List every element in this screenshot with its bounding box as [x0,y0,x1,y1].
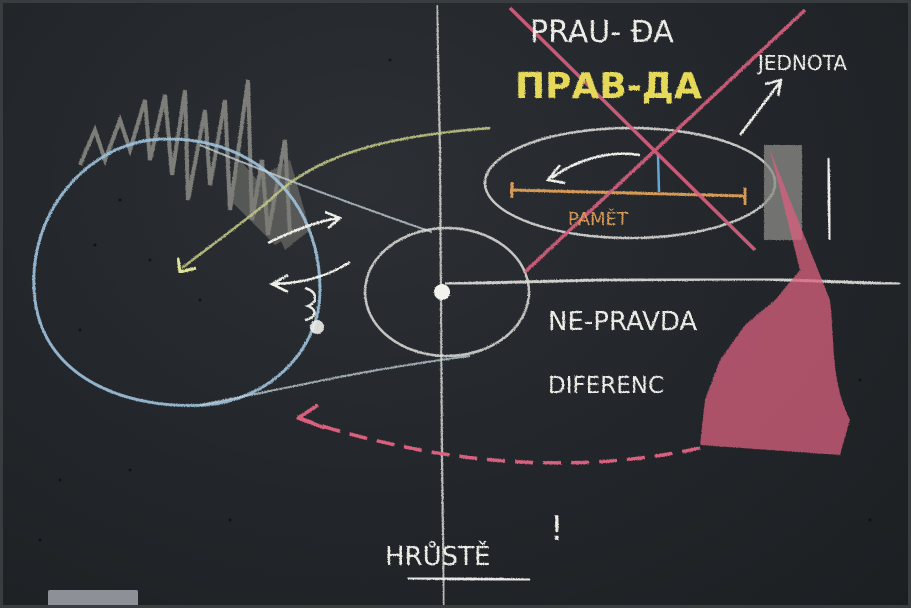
board-frame [0,0,911,608]
